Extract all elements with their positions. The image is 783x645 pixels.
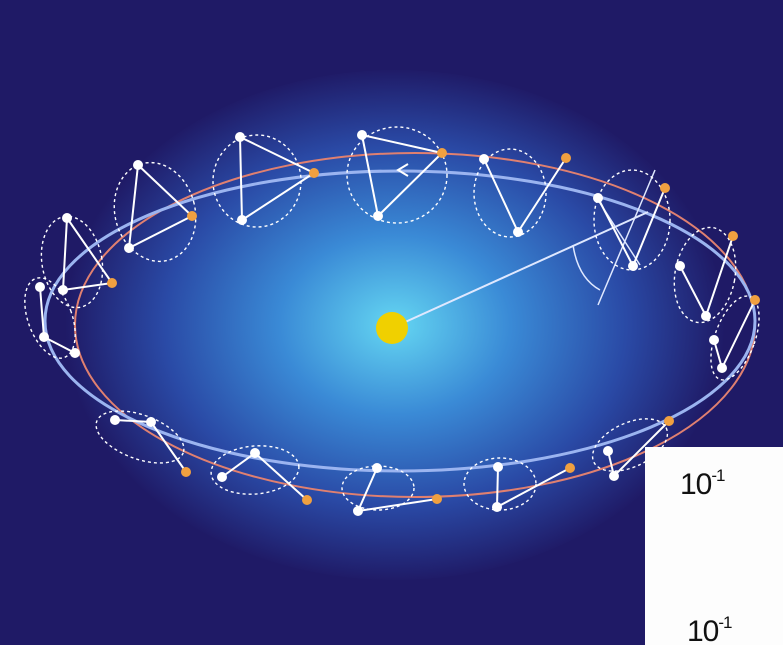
direction-arrow-icon	[396, 163, 409, 177]
white-nodes	[35, 130, 727, 516]
radius-line	[391, 211, 649, 329]
orange-nodes	[107, 148, 760, 505]
tick-exponent: -1	[718, 613, 732, 632]
tick-base: 10	[687, 615, 719, 645]
inset-axis-panel: 10-1 10-1	[645, 447, 783, 645]
angle-arc	[572, 244, 601, 291]
central-star-icon	[376, 312, 408, 344]
tick-exponent: -1	[711, 466, 725, 485]
tick-base: 10	[680, 468, 712, 501]
axis-tick-label: 10-1	[680, 466, 726, 502]
tangent-line	[597, 169, 656, 306]
axis-tick-label: 10-1	[687, 613, 733, 645]
